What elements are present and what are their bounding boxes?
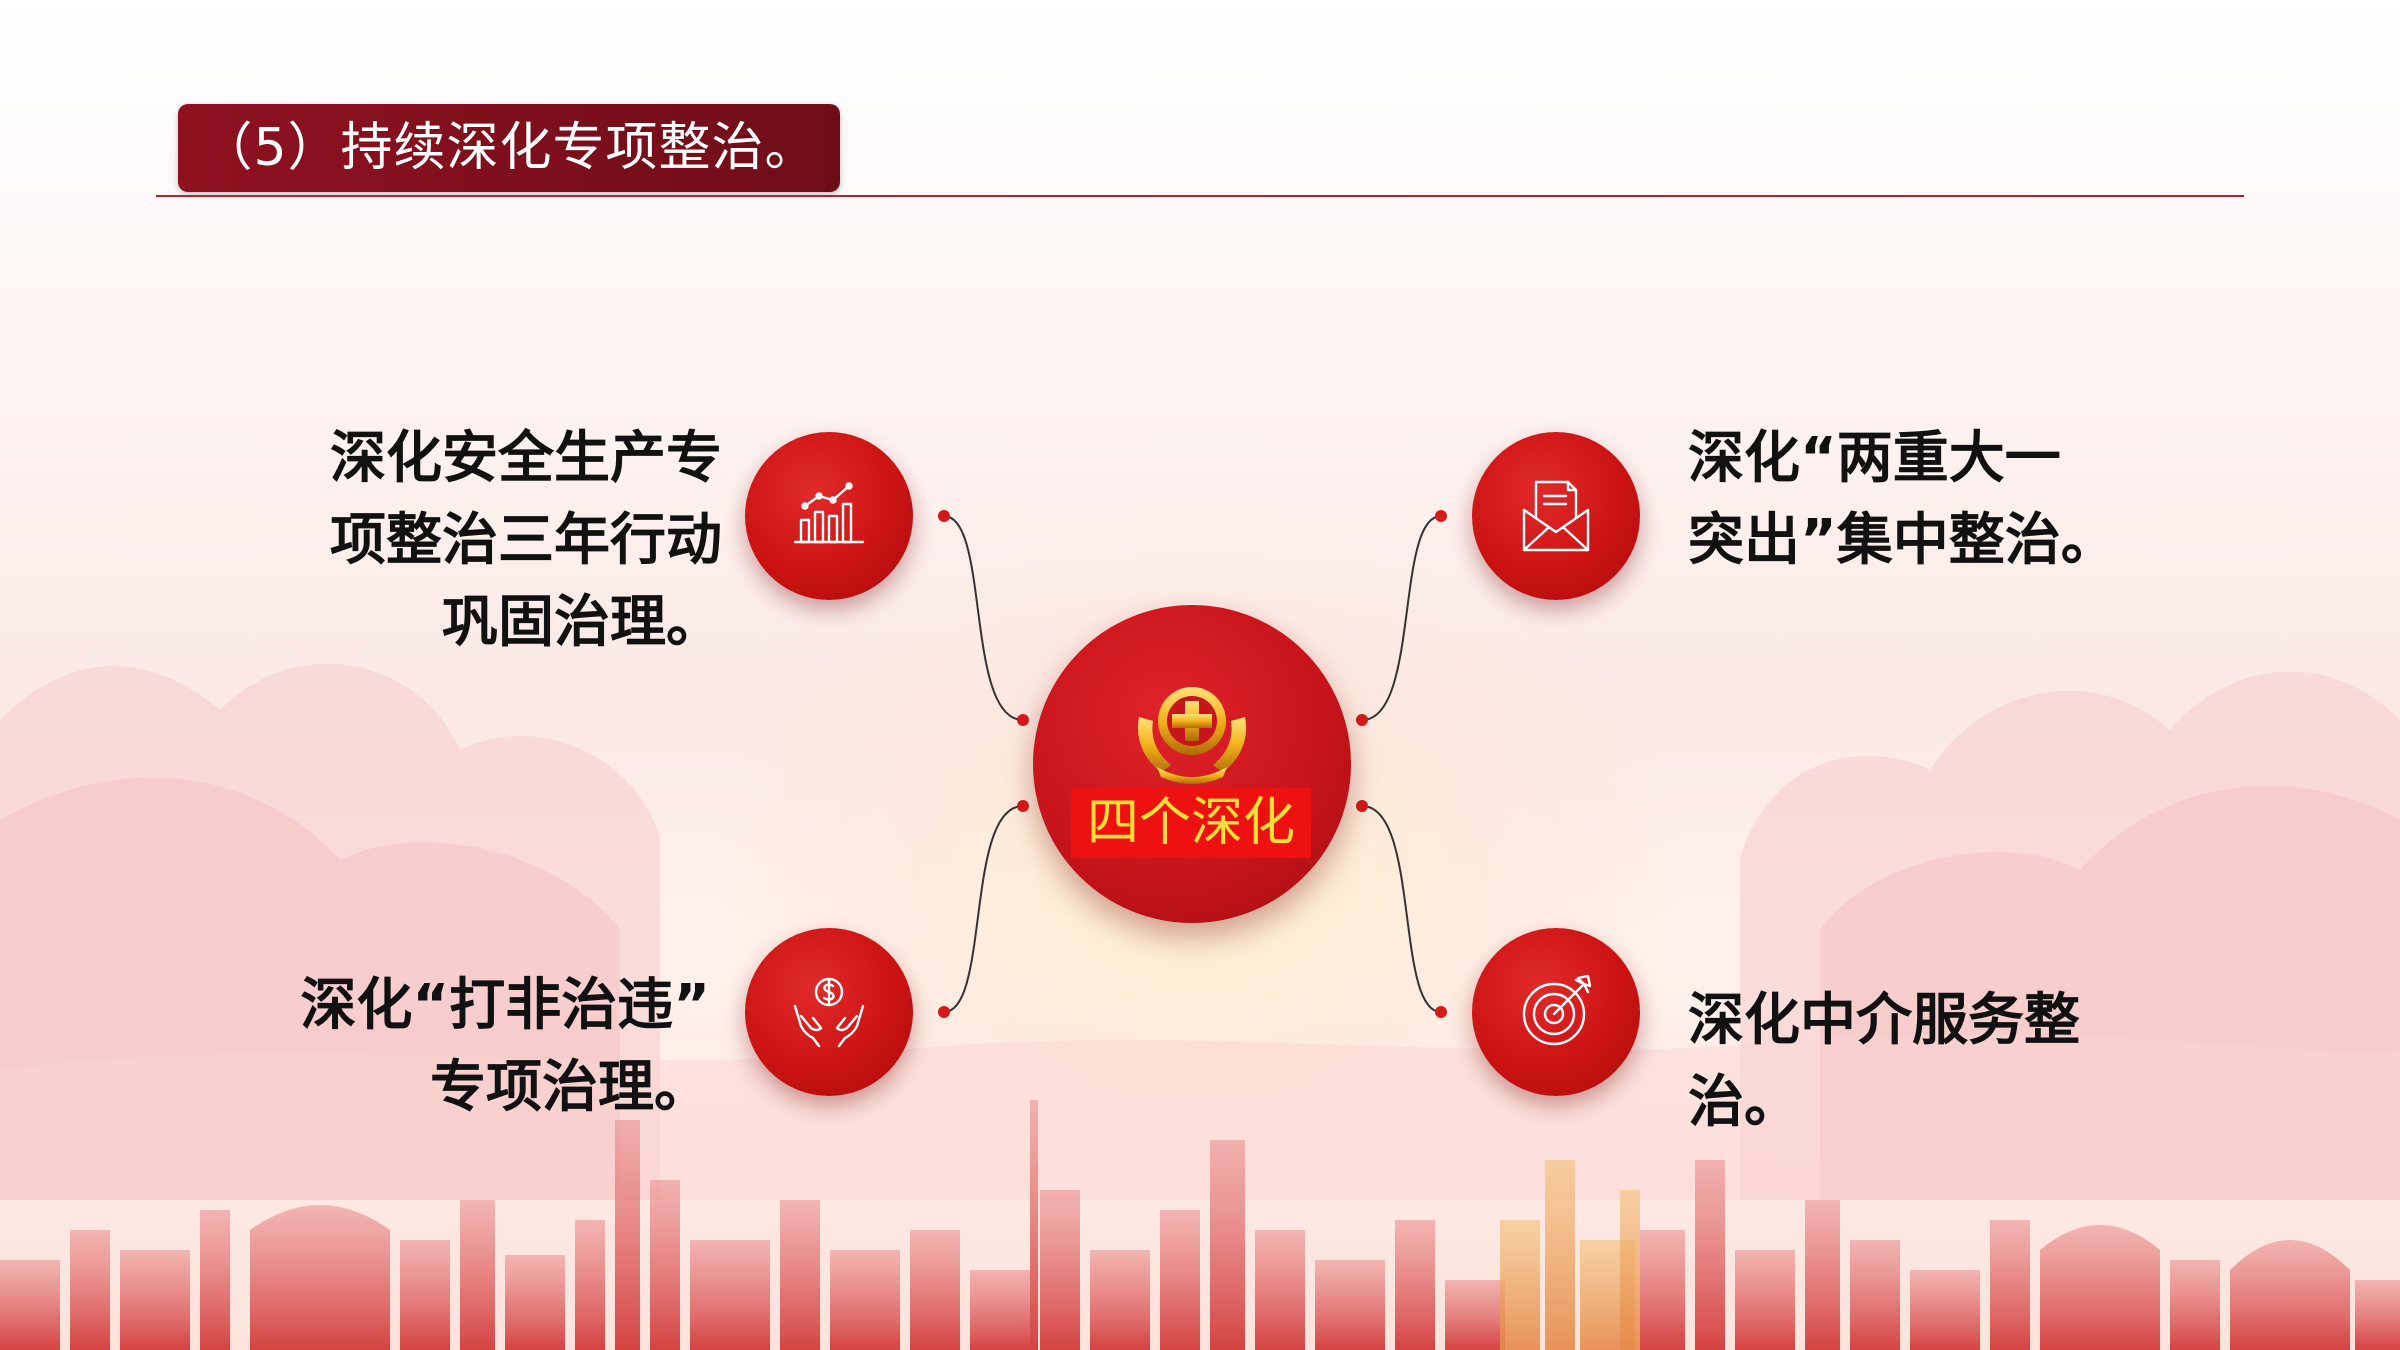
target-arrow-icon bbox=[1472, 928, 1640, 1096]
money-hands-icon bbox=[745, 928, 913, 1096]
item-text-intermediary-services: 深化中介服务整 治。 bbox=[1688, 988, 2080, 1135]
envelope-document-icon bbox=[1472, 432, 1640, 600]
city-skyline bbox=[0, 1100, 2400, 1350]
slide-title-bar: （5）持续深化专项整治。 bbox=[178, 104, 840, 192]
item-text-major-hazards: 深化“两重大一 突出”集中整治。 bbox=[1688, 426, 2117, 573]
item-text-safety-production: 深化安全生产专 项整治三年行动 巩固治理。 bbox=[330, 426, 722, 655]
title-underline bbox=[156, 195, 2244, 197]
center-hub: 四个深化 bbox=[1033, 605, 1351, 923]
emblem-icon bbox=[1137, 687, 1247, 784]
chart-growth-icon bbox=[745, 432, 913, 600]
item-text-illegal-operations: 深化“打非治违” 专项治理。 bbox=[300, 973, 710, 1120]
background-clouds bbox=[0, 663, 2400, 1200]
center-label: 四个深化 bbox=[1071, 788, 1311, 858]
slide-title: （5）持续深化专项整治。 bbox=[200, 118, 818, 178]
